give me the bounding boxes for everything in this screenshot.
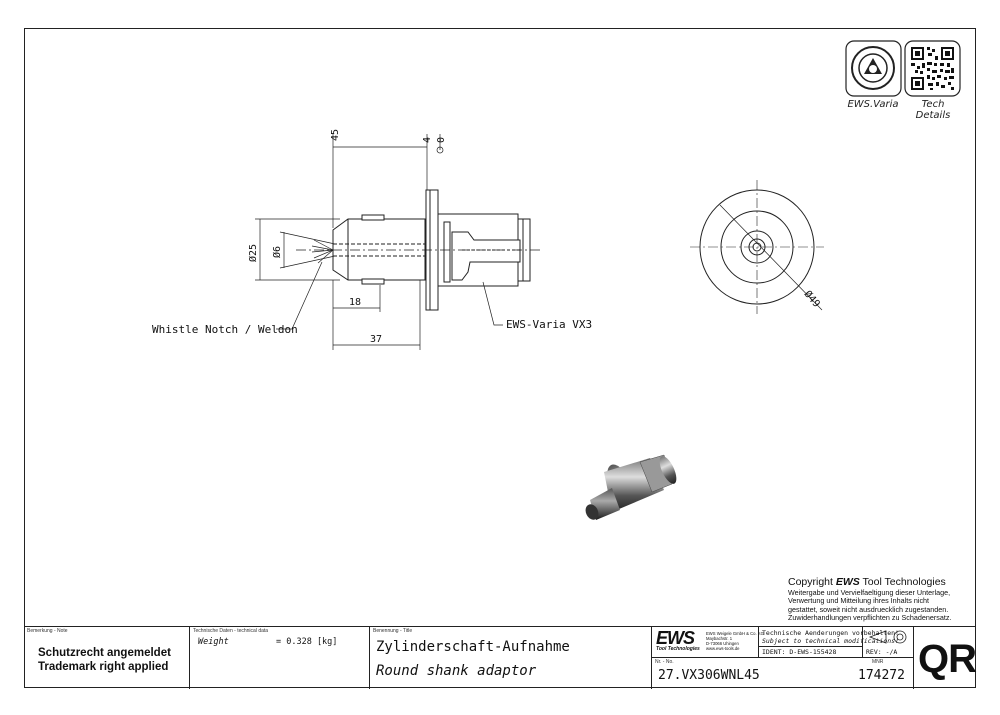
- modification-note-en: Subject to technical modifications!: [762, 637, 899, 645]
- dimension-lines: [255, 134, 503, 350]
- article-number: 27.VX306WNL45: [658, 668, 760, 683]
- copyright-notice: Copyright EWS Tool Technologies Weiterga…: [788, 576, 952, 622]
- ews-varia-callout: EWS-Varia VX3: [506, 318, 592, 331]
- title-german: Zylinderschaft-Aufnahme: [376, 639, 570, 655]
- dim-diameter-6: Ø6: [271, 246, 283, 258]
- title-english: Round shank adaptor: [376, 663, 537, 679]
- ews-varia-logo-icon: [851, 46, 895, 90]
- weight-value: = 0.328 [kg]: [276, 637, 338, 647]
- drawing-sheet: [24, 28, 976, 688]
- dim-45: 45: [330, 129, 341, 141]
- projection-symbol-icon: [868, 630, 907, 644]
- adaptor-3d-render: [585, 454, 677, 520]
- front-view: [690, 180, 824, 314]
- ews-logo: EWS Tool Technologies: [656, 628, 700, 652]
- modification-note-de: Technische Aenderungen vorbehalten!: [762, 629, 899, 637]
- company-address: EWS Weigele GmbH & Co. KG Maybachstr. 1 …: [706, 631, 764, 651]
- dim-4: 4: [422, 137, 433, 143]
- qr-caption-tech-details: Tech Details: [915, 99, 951, 121]
- weight-label: Weight: [198, 637, 229, 647]
- tech-details-qr-code-icon: [911, 47, 954, 90]
- note-line-1: Schutzrecht angemeldet: [38, 647, 171, 659]
- ident-number: IDENT: D-EWS-155428: [762, 648, 837, 656]
- dim-0: 0: [436, 137, 447, 143]
- qr-mark: QR: [918, 637, 977, 681]
- note-line-2: Trademark right applied: [38, 661, 169, 673]
- qr-caption-ews-varia: EWS.Varia: [847, 99, 899, 110]
- technical-data-cell: Technische Daten - technical data Weight…: [190, 627, 370, 689]
- title-block: Bemerkung - Note Schutzrecht angemeldet …: [24, 626, 977, 689]
- dim-diameter-49: Ø49: [802, 288, 823, 310]
- whistle-notch-callout: Whistle Notch / Weldon: [152, 323, 298, 336]
- note-cell: Bemerkung - Note Schutzrecht angemeldet …: [24, 627, 190, 689]
- qr-boxes: [845, 40, 961, 97]
- revision: REV: -/A: [866, 648, 898, 656]
- company-cell: EWS Tool Technologies EWS Weigele GmbH &…: [652, 627, 914, 689]
- side-view: [296, 189, 540, 311]
- dim-18: 18: [349, 297, 361, 308]
- title-cell: Benennung - Title Zylinderschaft-Aufnahm…: [370, 627, 652, 689]
- dim-37: 37: [370, 334, 382, 345]
- dim-diameter-25: Ø25: [247, 244, 259, 262]
- mnr-number: 174272: [858, 668, 905, 683]
